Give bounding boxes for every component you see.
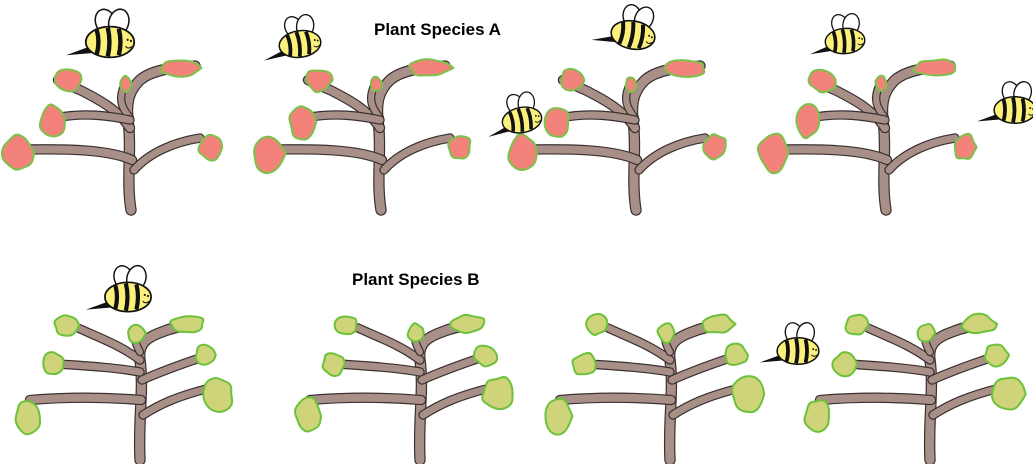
leaf <box>626 77 636 92</box>
leaf <box>985 345 1009 367</box>
leaf <box>804 400 829 432</box>
leaf <box>992 378 1026 410</box>
species-b-plant <box>295 315 513 460</box>
bee-icon <box>977 79 1033 123</box>
species-a-plant <box>254 59 470 210</box>
leaf <box>725 344 748 365</box>
species-b-plant <box>545 314 764 460</box>
species-a-plant <box>2 61 222 211</box>
leaf <box>832 352 857 376</box>
leaf <box>665 60 705 77</box>
leaf <box>561 69 584 91</box>
leaf <box>448 136 470 158</box>
leaf <box>55 69 82 91</box>
leaf <box>289 106 316 139</box>
leaf <box>962 314 997 333</box>
leaf <box>703 315 736 333</box>
leaf <box>203 378 232 412</box>
leaf <box>16 401 40 434</box>
leaf <box>408 323 424 341</box>
leaf <box>796 104 819 138</box>
species-a-plant <box>758 59 977 210</box>
leaf <box>732 376 764 412</box>
bee-icon <box>591 0 660 53</box>
leaf <box>846 315 869 335</box>
species-b-plant <box>804 314 1025 460</box>
leaf <box>482 377 512 409</box>
leaf <box>170 316 203 332</box>
leaf <box>295 397 321 431</box>
leaf <box>323 353 345 376</box>
leaf <box>586 314 607 335</box>
leaf <box>254 137 286 174</box>
leaf <box>955 134 977 159</box>
species-a-plant <box>508 60 726 210</box>
species-b-plant <box>16 315 233 460</box>
leaf <box>450 315 484 333</box>
leaf <box>371 77 383 91</box>
bee-icon <box>66 6 134 57</box>
leaf <box>508 134 537 170</box>
bee-icon <box>86 263 151 312</box>
bee-icon <box>481 88 543 139</box>
leaf <box>572 353 595 374</box>
leaf <box>335 317 357 335</box>
leaf <box>40 104 65 136</box>
leaf <box>2 135 34 170</box>
leaf <box>54 315 79 335</box>
leaf <box>160 61 201 77</box>
leaf <box>758 134 788 174</box>
leaf <box>913 59 955 75</box>
bee-icon <box>258 11 322 63</box>
leaf <box>196 345 216 365</box>
leaf <box>809 70 836 92</box>
leaf <box>43 352 63 374</box>
bee-icon <box>807 11 866 57</box>
bee-icon <box>760 320 819 364</box>
leaf <box>657 323 674 343</box>
leaf <box>875 76 886 91</box>
leaf <box>545 108 569 137</box>
